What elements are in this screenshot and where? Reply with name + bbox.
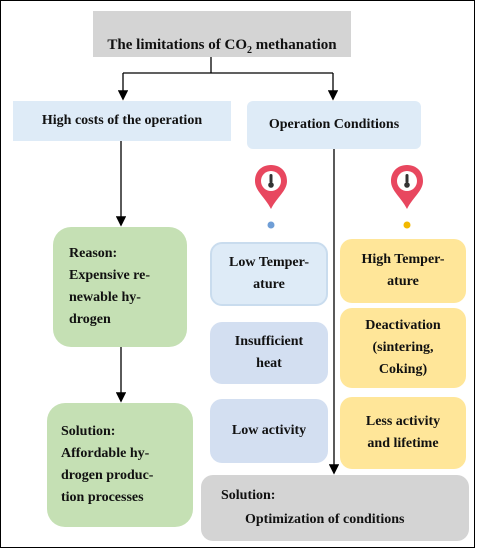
high-temperature-box: High Temper- ature [340, 239, 466, 303]
title-prefix: The limitations of CO [107, 37, 247, 53]
less-activity-box: Less activity and lifetime [340, 397, 466, 469]
conclusion-box: Solution: Optimization of conditions [201, 475, 469, 541]
conclusion-value: Optimization of conditions [245, 512, 405, 527]
thermometer-pin-icon [391, 165, 423, 229]
operation-conditions-box: Operation Conditions [247, 101, 421, 149]
insufficient-heat-box: Insufficient heat [210, 322, 328, 384]
low-activity-box: Low activity [210, 399, 328, 463]
deactivation-text: Deactivation (sintering, Coking) [365, 318, 441, 377]
conclusion-label: Solution: [221, 488, 276, 503]
deactivation-box: Deactivation (sintering, Coking) [340, 308, 466, 388]
high-temperature-text: High Temper- ature [361, 252, 445, 289]
low-temperature-text: Low Temper- ature [229, 255, 309, 292]
high-temp-dot [403, 221, 411, 229]
left-solution-box: Solution: Affordable hy- drogen produc- … [47, 403, 193, 527]
left-solution-text: Solution: Affordable hy- drogen produc- … [61, 424, 154, 505]
costs-label: High costs of the operation [41, 113, 203, 128]
diagram-title: The limitations of CO2 methanation [93, 11, 351, 57]
thermometer-pin-icon [255, 165, 287, 229]
costs-box: High costs of the operation [13, 101, 231, 141]
low-temp-dot [267, 221, 275, 229]
reason-text: Reason: Expensive re- newable hy- drogen [69, 246, 151, 327]
title-suffix: methanation [252, 37, 337, 53]
low-activity-text: Low activity [231, 423, 307, 438]
reason-box: Reason: Expensive re- newable hy- drogen [53, 227, 187, 347]
low-temperature-box: Low Temper- ature [210, 242, 328, 306]
less-activity-text: Less activity and lifetime [365, 414, 441, 451]
title-subscript: 2 [247, 45, 252, 56]
insufficient-heat-text: Insufficient heat [234, 334, 304, 371]
operation-conditions-label: Operation Conditions [268, 117, 400, 132]
